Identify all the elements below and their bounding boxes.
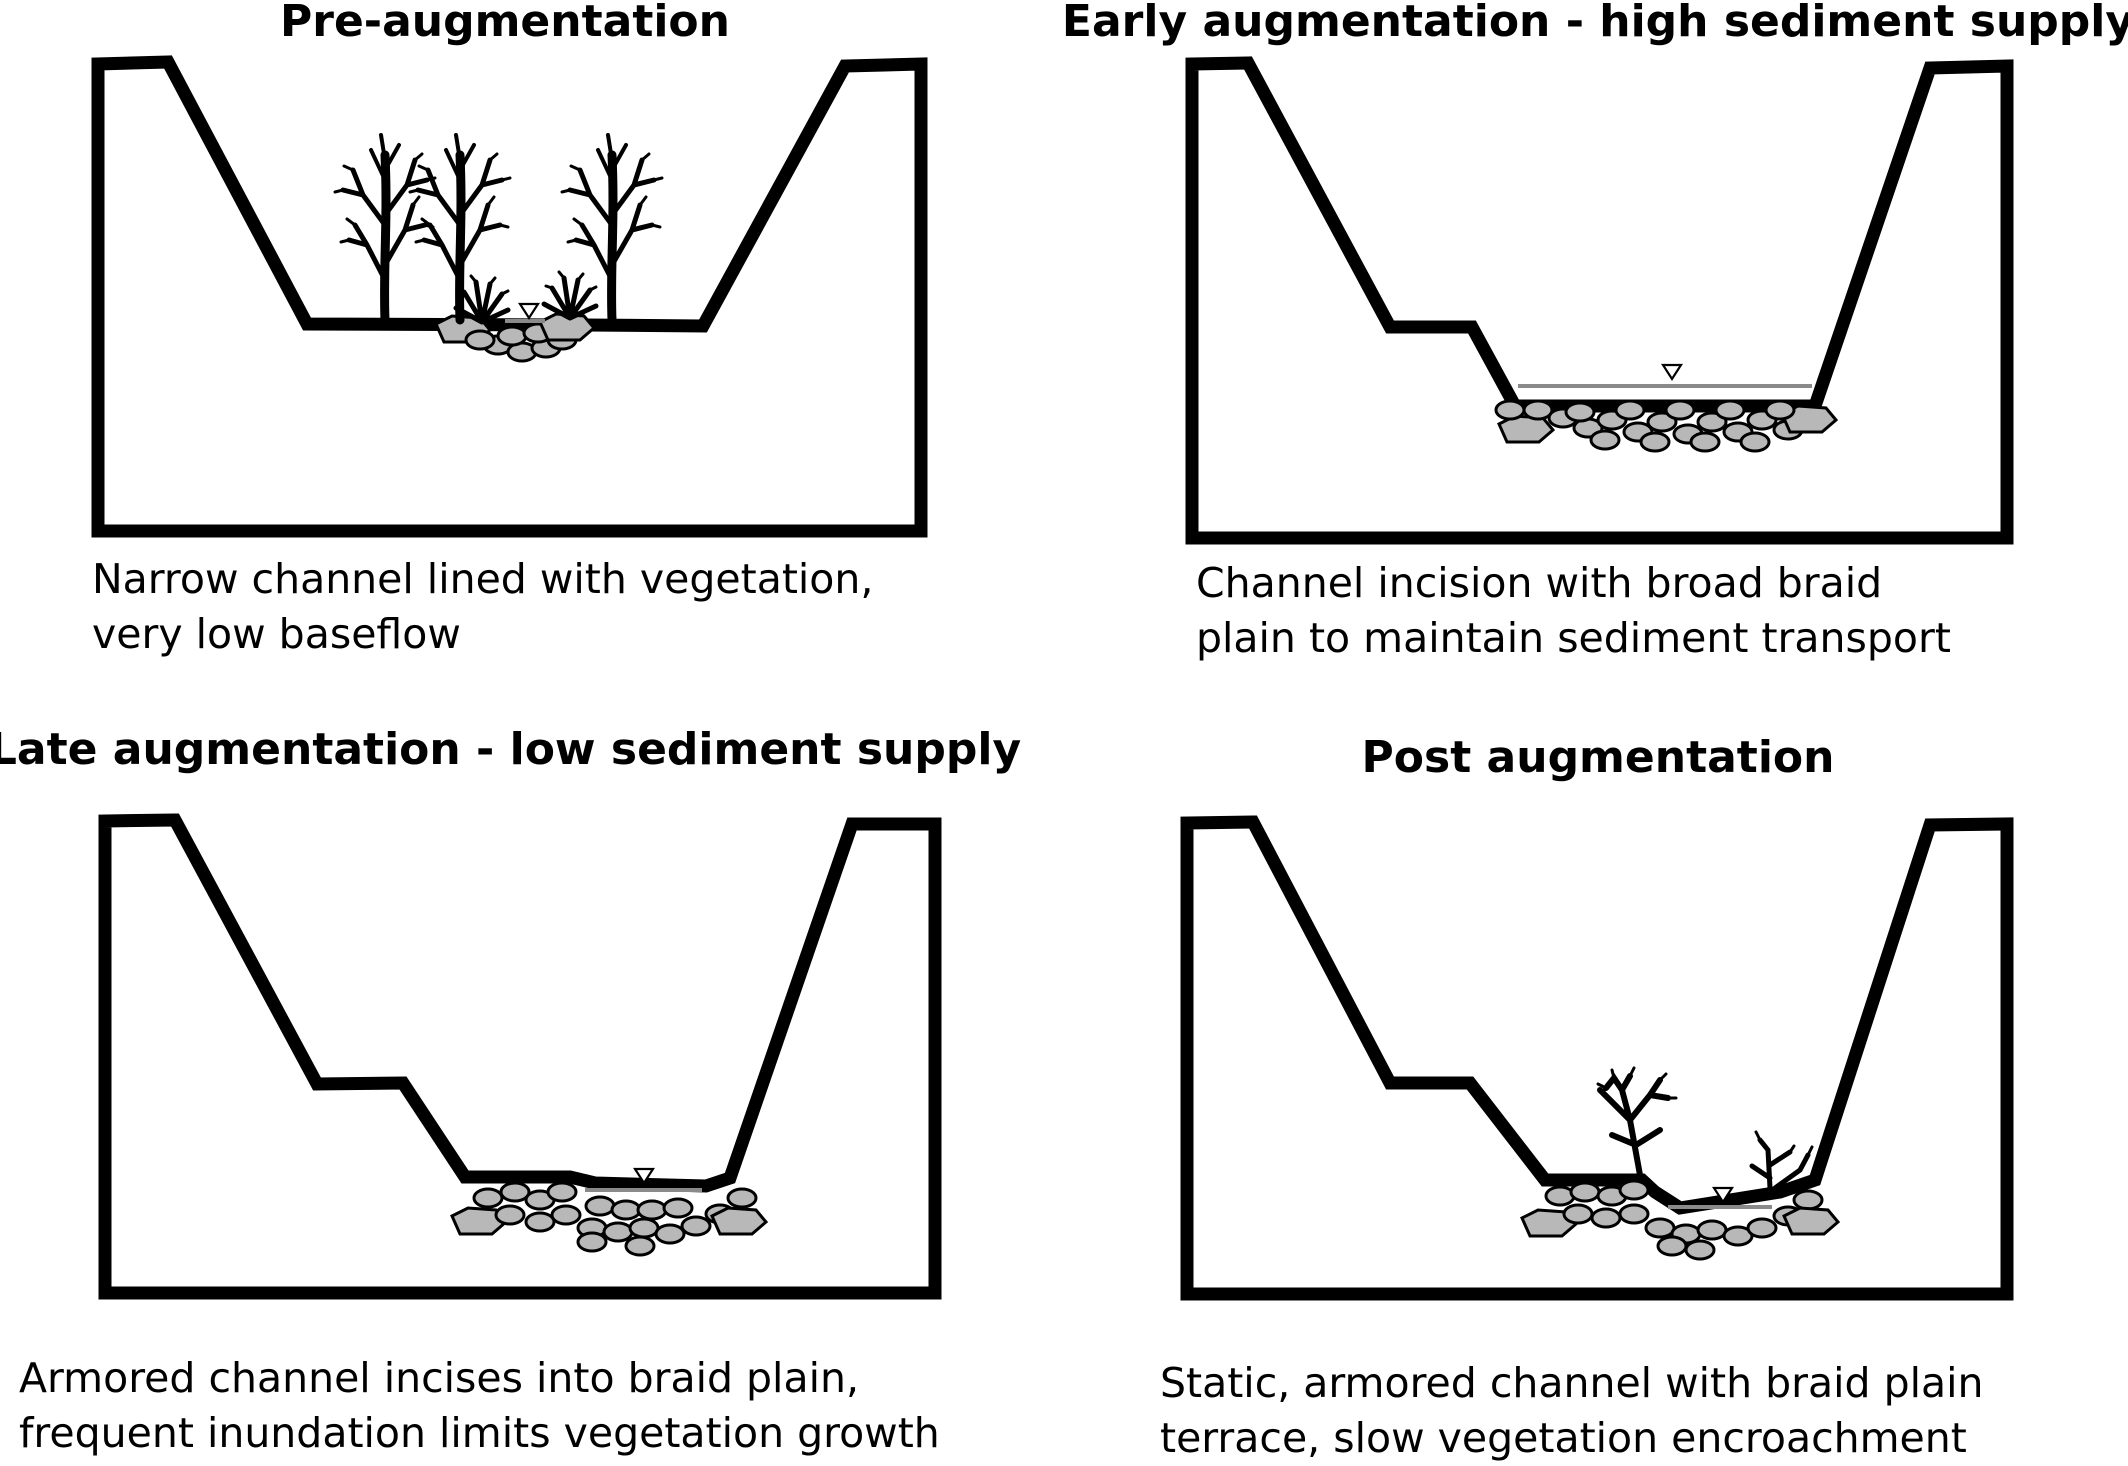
panel-1-tree-icon-1 <box>335 135 435 320</box>
panel-2-cross-section <box>1185 56 2014 545</box>
panel-3-title: Late augmentation - low sediment supply <box>0 724 1022 775</box>
panel-1-water-level-icon <box>518 302 540 320</box>
panel-3-caption: Armored channel incises into braid plain… <box>19 1351 940 1461</box>
panel-3-caption-line-2: frequent inundation limits vegetation gr… <box>19 1409 940 1457</box>
panel-2-caption-line-2: plain to maintain sediment transport <box>1196 614 1951 662</box>
panel-2-title: Early augmentation - high sediment suppl… <box>1061 0 2128 47</box>
panel-4-shrub-icon-2 <box>1749 1130 1814 1191</box>
panel-3-armor-rocks <box>450 1181 768 1257</box>
panel-3-caption-line-1: Armored channel incises into braid plain… <box>19 1354 859 1402</box>
panel-1-caption: Narrow channel lined with vegetation, ve… <box>92 552 873 662</box>
panel-2-valley-outline <box>1185 56 2014 545</box>
panel-4-title: Post augmentation <box>1361 732 1835 783</box>
panel-4-caption: Static, armored channel with braid plain… <box>1160 1356 1983 1466</box>
panel-2-caption: Channel incision with broad braid plain … <box>1196 556 1951 666</box>
panel-1-shrub-icon-2 <box>544 272 596 318</box>
panel-2-water-level-icon <box>1661 363 1683 381</box>
panel-1-caption-line-2: very low baseflow <box>92 610 461 658</box>
panel-4-caption-line-2: terrace, slow vegetation encroachment <box>1160 1414 1967 1462</box>
panel-1-valley-outline <box>91 55 928 538</box>
panel-2-braid-plain-rocks <box>1494 399 1838 453</box>
panel-4-shrub-icon-1 <box>1596 1066 1678 1178</box>
panel-3-cross-section <box>98 813 942 1300</box>
panel-4-cross-section <box>1180 815 2014 1301</box>
panel-4-caption-line-1: Static, armored channel with braid plain <box>1160 1359 1984 1407</box>
panel-1-caption-line-1: Narrow channel lined with vegetation, <box>92 555 874 603</box>
panel-1-cross-section <box>91 55 928 538</box>
panel-1-title: Pre-augmentation <box>280 0 730 47</box>
panel-4-valley-outline <box>1180 815 2014 1301</box>
panel-3-valley-outline <box>98 813 942 1300</box>
panel-2-caption-line-1: Channel incision with broad braid <box>1196 559 1883 607</box>
